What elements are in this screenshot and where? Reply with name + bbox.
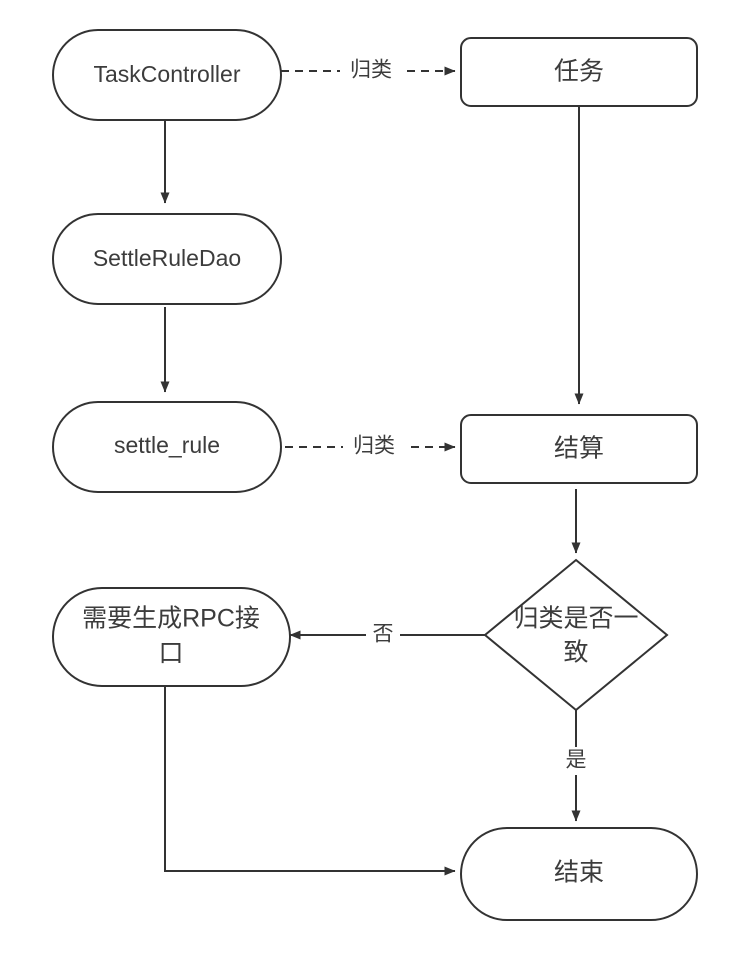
node-end-label: 结束 [554,859,604,887]
node-decision-label-line1: 归类是否一 [513,605,638,633]
node-need-rpc[interactable]: 需要生成RPC接 口 [52,587,291,687]
edge-label-guilei-top: 归类 [340,57,402,85]
node-task[interactable]: 任务 [460,37,698,107]
edge-label-no-text: 否 [373,623,394,646]
edge-need-rpc-to-end [164,686,456,876]
node-decision[interactable]: 归类是否一 致 [483,558,669,712]
node-task-controller[interactable]: TaskController [52,29,282,121]
node-task-label: 任务 [554,58,604,86]
node-need-rpc-label-line1: 需要生成RPC接 [82,605,260,633]
edge-label-yes: 是 [559,747,593,775]
edge-label-guilei-bottom: 归类 [343,433,405,461]
edge-label-yes-text: 是 [566,749,587,772]
node-settle-rule-label: settle_rule [114,432,220,458]
node-settle-rule-dao-label: SettleRuleDao [93,245,241,271]
node-decision-label-line2: 致 [563,639,588,667]
edge-label-guilei-top-text: 归类 [350,59,392,82]
node-settlement[interactable]: 结算 [460,414,698,484]
edge-label-no: 否 [366,621,400,649]
node-need-rpc-label-line2: 口 [158,640,183,668]
edge-label-guilei-bottom-text: 归类 [353,435,395,458]
node-settle-rule-dao[interactable]: SettleRuleDao [52,213,282,305]
node-settle-rule[interactable]: settle_rule [52,401,282,493]
node-settlement-label: 结算 [554,435,604,463]
node-end[interactable]: 结束 [460,827,698,921]
node-task-controller-label: TaskController [94,61,241,87]
